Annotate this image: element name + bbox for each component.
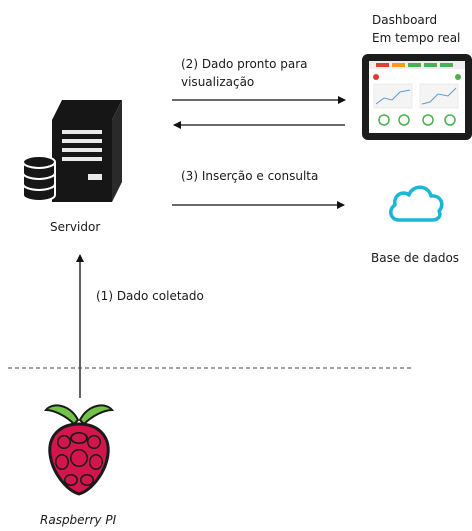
server-icon [22,100,122,202]
raspberry-label: Raspberry PI [40,513,117,527]
step2-label-line1: (2) Dado pronto para [181,57,308,71]
step3-label: (3) Inserção e consulta [181,169,319,183]
dashboard-title-line2: Em tempo real [372,31,461,45]
database-label: Base de dados [371,251,460,265]
cloud-icon [389,185,444,222]
dashboard-tablet-icon [362,54,472,140]
step2-label-line2: visualização [181,75,255,89]
dashboard-title-line1: Dashboard [372,13,438,27]
step1-label: (1) Dado coletado [96,289,204,303]
server-label: Servidor [50,220,101,234]
raspberry-pi-icon [43,404,115,496]
